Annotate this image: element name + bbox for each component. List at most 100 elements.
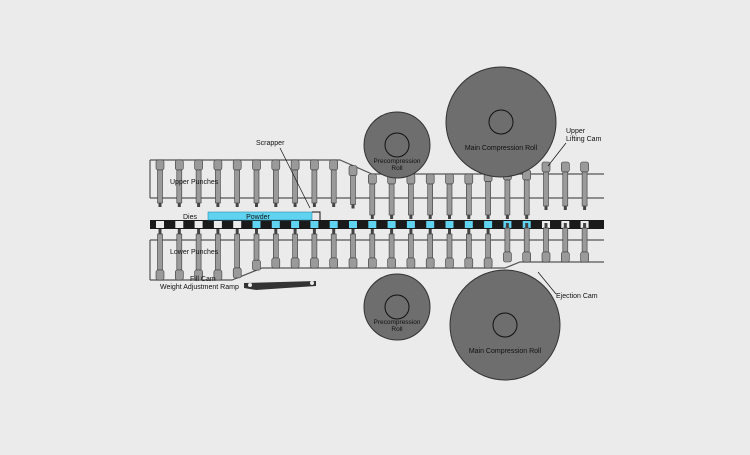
- lower-punch-shaft: [311, 233, 318, 259]
- upper-punches-label: Upper Punches: [170, 179, 219, 186]
- upper-punch: [560, 161, 570, 210]
- upper-punch-head: [155, 159, 165, 171]
- upper-punch-shaft: [311, 169, 318, 204]
- lower-punch: [580, 223, 589, 263]
- lower-punch: [367, 229, 377, 269]
- lower-punch: [213, 229, 223, 281]
- ramp-bolt-right: [310, 281, 314, 285]
- upper-punch-shaft: [446, 183, 453, 216]
- scrapper-label: Scrapper: [256, 140, 285, 147]
- main-compression-roll-top: Main Compression Roll: [445, 66, 557, 178]
- upper-punch-shaft: [581, 171, 588, 207]
- upper-punch-shaft: [176, 169, 183, 204]
- main-compression-roll-top-label: Main Compression Roll: [465, 145, 538, 152]
- lower-punch-shaft: [388, 233, 395, 259]
- lower-punch-head: [464, 257, 474, 269]
- lower-punch-head: [522, 251, 532, 263]
- upper-punch-tip: [235, 203, 239, 207]
- lower-punch: [155, 229, 165, 281]
- lower-punch: [194, 229, 203, 281]
- upper-punch: [252, 159, 261, 207]
- lower-punch: [503, 223, 512, 263]
- die-hole: [291, 221, 300, 228]
- lower-punch-shaft: [350, 233, 356, 259]
- die-table: [150, 220, 604, 229]
- upper-punch-tip: [467, 215, 471, 219]
- powder-feed: [207, 211, 313, 221]
- lower-punch-tip: [216, 229, 220, 234]
- upper-punch-head: [367, 173, 377, 185]
- upper-punch: [387, 173, 396, 219]
- upper-punch-shaft: [562, 171, 569, 207]
- lower-punch-shaft: [272, 233, 279, 259]
- lower-punch-shaft: [292, 233, 298, 259]
- lower-punch-shaft: [253, 233, 260, 261]
- die-hole: [368, 221, 377, 228]
- lower-punch-tip: [486, 229, 490, 234]
- lower-punch: [445, 229, 454, 269]
- main-compression-roll-bottom-hub: [492, 312, 518, 338]
- upper-punch-shaft: [485, 181, 491, 216]
- lower-punch-head: [271, 257, 281, 269]
- lower-punch-head: [387, 257, 396, 269]
- lower-punch-tip: [428, 229, 432, 234]
- precompression-roll-bottom: Precompression Roll: [363, 273, 431, 341]
- upper-punch-shaft: [234, 169, 240, 204]
- upper-punch: [310, 159, 319, 207]
- ejection-cam-label: Ejection Cam: [556, 293, 598, 300]
- upper-punch-shaft: [350, 175, 356, 205]
- upper-punch-shaft: [253, 169, 260, 204]
- upper-punch-head: [252, 159, 261, 171]
- upper-punch-head: [560, 161, 570, 173]
- die-hole: [252, 221, 261, 228]
- upper-punch-shaft: [465, 183, 472, 216]
- die-hole: [445, 221, 454, 228]
- upper-punch-head: [445, 173, 454, 185]
- lower-punch-head: [329, 257, 339, 269]
- upper-punch-tip: [448, 215, 451, 219]
- upper-punch: [271, 159, 281, 207]
- lower-punch: [387, 229, 396, 269]
- upper-punch: [155, 159, 165, 207]
- upper-punch-tip: [390, 215, 394, 219]
- lower-punch-tip: [409, 229, 413, 234]
- upper-lifting-cam-label-1: Upper: [566, 128, 586, 135]
- die-hole: [175, 221, 184, 228]
- lower-punch-shaft: [523, 227, 530, 253]
- lower-punch-head: [213, 269, 223, 281]
- lower-punch-head: [252, 259, 261, 271]
- lower-punch-head: [175, 269, 184, 281]
- die-hole: [329, 221, 338, 228]
- lower-punch-head: [232, 267, 242, 279]
- precompression-roll-top-label-1: Precompression: [374, 158, 421, 165]
- upper-punch-shaft: [408, 183, 414, 216]
- die-hole: [194, 221, 203, 228]
- upper-punch-shaft: [523, 179, 530, 216]
- upper-punch-head: [271, 159, 281, 171]
- lower-punch-tip: [563, 223, 567, 228]
- lower-punch-shaft: [369, 233, 376, 259]
- lower-punch: [522, 223, 532, 263]
- lower-punch-shaft: [157, 233, 163, 271]
- lower-punch: [425, 229, 435, 269]
- lower-punch-tip: [583, 223, 587, 228]
- upper-punch: [483, 171, 493, 219]
- upper-punch-tip: [255, 203, 258, 207]
- upper-punch-tip: [505, 215, 509, 219]
- die-hole: [406, 221, 415, 228]
- upper-punch-head: [213, 159, 223, 171]
- lower-punch-tip: [197, 229, 201, 234]
- lower-punch-tip: [235, 229, 239, 234]
- lower-punch-head: [348, 257, 358, 269]
- lower-punch-head: [503, 251, 512, 263]
- upper-punch: [425, 173, 435, 219]
- main-compression-roll-bottom: Main Compression Roll: [449, 269, 561, 381]
- upper-punch-head: [329, 159, 339, 171]
- upper-lifting-cam-leader: [547, 142, 567, 167]
- upper-punch: [175, 159, 184, 207]
- upper-punch-shaft: [195, 169, 202, 204]
- lower-punch-tip: [390, 229, 394, 234]
- precompression-roll-bottom-label-2: Roll: [391, 326, 403, 333]
- upper-punch-shaft: [504, 179, 511, 216]
